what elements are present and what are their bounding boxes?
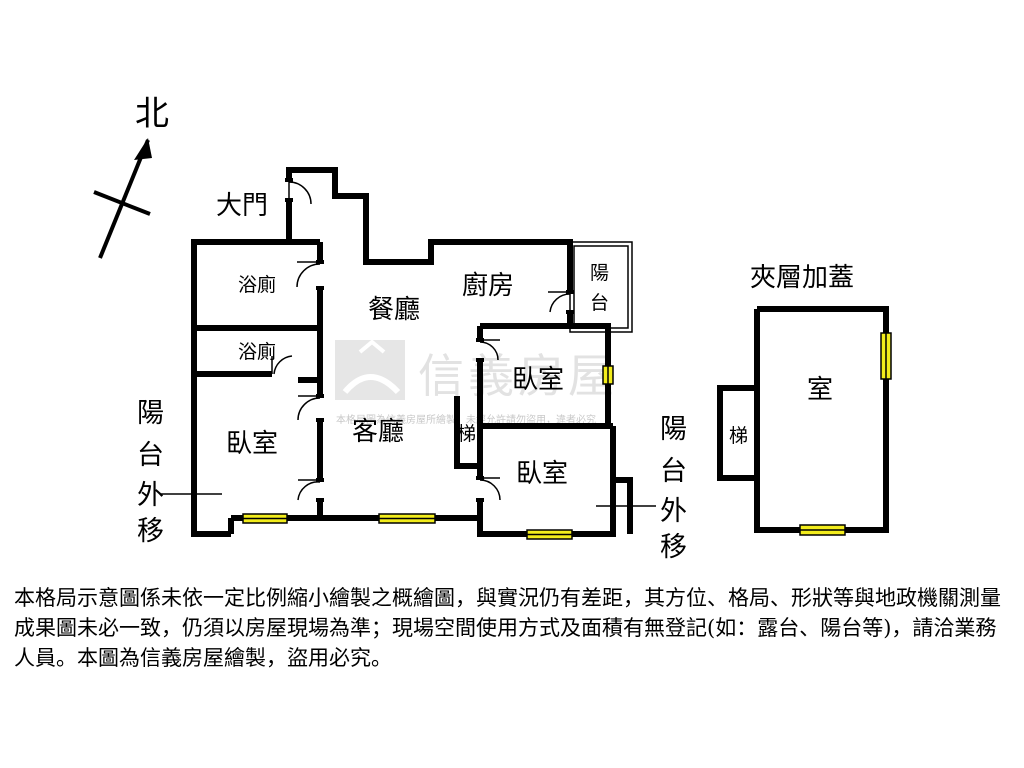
svg-text:台: 台 <box>137 440 164 471</box>
windows <box>242 332 892 540</box>
compass-crossbar <box>93 190 151 216</box>
wall-southeast <box>572 477 633 537</box>
window-south-bedroom-left <box>242 513 288 524</box>
svg-text:陽: 陽 <box>137 398 164 429</box>
watermark-logo <box>335 339 405 400</box>
svg-text:移: 移 <box>660 532 687 563</box>
walls <box>191 167 889 537</box>
door-kitchen-balcony <box>548 291 571 313</box>
label-mezzanine-title: 夾層加蓋 <box>750 263 854 293</box>
label-balcony-left: 陽 台 外 移 <box>137 398 164 547</box>
door-bedroom-bottom <box>479 477 501 501</box>
wall-bedroom-top-north <box>480 323 611 366</box>
compass-north-label: 北 <box>135 94 169 134</box>
label-kitchen: 廚房 <box>462 271 514 301</box>
label-dining: 餐廳 <box>368 295 420 325</box>
compass-arrow-icon <box>134 138 152 160</box>
label-bath2: 浴廁 <box>238 340 276 363</box>
wall-west <box>191 239 320 537</box>
window-south-living <box>378 513 436 524</box>
compass: 北 <box>93 94 169 259</box>
label-bedroom-left: 臥室 <box>226 429 278 459</box>
label-stairs: 梯 <box>457 423 476 445</box>
door-bath1 <box>296 261 321 288</box>
window-east-bedroom <box>602 365 614 385</box>
mezz-wall-west <box>754 309 800 533</box>
label-balcony-small-2: 台 <box>590 292 609 314</box>
window-south-bedroom <box>526 529 573 540</box>
door-bedroom-left <box>297 395 321 421</box>
door-bedroom-left-2 <box>297 479 321 501</box>
balcony-pointers <box>160 493 656 507</box>
label-bedroom-top: 臥室 <box>512 365 564 395</box>
label-balcony-right: 陽 台 外 移 <box>660 414 687 563</box>
label-entrance: 大門 <box>216 191 268 221</box>
wall-north <box>286 167 573 292</box>
disclaimer-text: 本格局示意圖係未依一定比例縮小繪製之概繪圖，與實況仍有差距，其方位、格局、形狀等… <box>14 586 1001 670</box>
mezz-wall-outer <box>757 306 889 533</box>
doors <box>271 180 571 501</box>
door-bath2 <box>271 355 293 375</box>
label-balcony-small-1: 陽 <box>590 262 609 284</box>
label-mezzanine-room: 室 <box>807 375 833 405</box>
compass-needle <box>98 139 150 259</box>
mezz-stairs-wall <box>717 385 757 481</box>
label-bath1: 浴廁 <box>238 273 276 296</box>
wall-south-bedroom <box>477 518 527 537</box>
svg-text:台: 台 <box>660 456 687 487</box>
watermark-notice: 本格局圖為信義房屋所繪製，未經允許請勿盜用，違者必究 <box>336 413 596 426</box>
watermark-brand: 信義房屋 <box>418 349 618 403</box>
door-jambs <box>285 178 574 502</box>
kitchen-balcony <box>569 241 633 333</box>
label-mezzanine-stairs: 梯 <box>729 425 748 447</box>
label-living: 客廳 <box>352 417 404 447</box>
watermark: 信義房屋 本格局圖為信義房屋所繪製，未經允許請勿盜用，違者必究 <box>335 339 618 426</box>
label-bedroom-bottom: 臥室 <box>516 459 568 489</box>
svg-text:陽: 陽 <box>660 414 687 445</box>
window-mezz-south <box>799 524 846 536</box>
window-mezz-east <box>880 332 892 380</box>
svg-text:移: 移 <box>137 516 164 547</box>
floor-plan: 信義房屋 本格局圖為信義房屋所繪製，未經允許請勿盜用，違者必究 北 <box>93 94 892 563</box>
svg-text:外: 外 <box>660 496 687 527</box>
svg-text:外: 外 <box>137 480 164 511</box>
